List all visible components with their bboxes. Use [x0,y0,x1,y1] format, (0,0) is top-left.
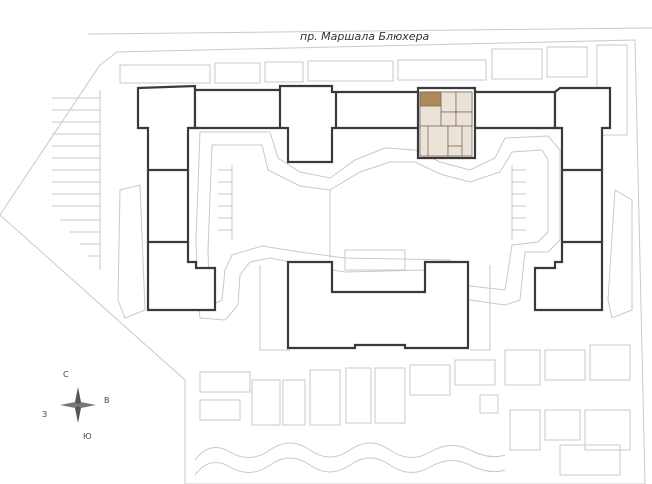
east-side-loop [607,189,633,319]
west-side-loop [117,184,146,319]
courtyard-inner-road [207,144,549,307]
apartment-unit[interactable] [455,111,473,127]
apartment-unit[interactable] [440,111,457,127]
street-name-label: пр. Маршала Блюхера [300,30,430,43]
apartment-plan [419,91,473,157]
apartment-unit[interactable] [419,105,442,127]
compass-arrow-east [78,402,96,408]
building-west-wing[interactable] [136,84,217,312]
site-boundary [0,39,646,484]
compass-west-label: З [42,410,47,419]
compass-arrow-south [75,405,81,423]
building-north-wing[interactable] [193,84,557,164]
south-loop-east [470,265,491,351]
courtyard-road [195,131,561,321]
south-wavy-path-top [194,442,506,461]
courtyard-plaza [344,249,406,271]
west-parking-area [52,90,101,270]
south-wavy-path-bottom [194,457,506,476]
apartment-unit[interactable] [455,91,473,113]
compass-arrow-west [60,402,78,408]
south-loop-west [259,265,290,351]
compass-south-label: Ю [83,432,92,441]
courtyard-parking-east [511,165,526,240]
compass-north-label: С [63,370,69,379]
selected-apartment[interactable] [419,91,442,107]
compass-arrow-north [75,387,81,405]
apartment-unit[interactable] [447,125,463,147]
courtyard-parking-west [218,165,233,240]
building-south-block[interactable] [286,260,470,350]
south-blocks [199,344,631,476]
street-edge [87,27,652,35]
compass: С В Ю З [42,370,110,441]
building-east-wing[interactable] [533,86,612,312]
apartment-unit[interactable] [440,91,457,113]
apartment-unit[interactable] [447,145,463,157]
compass-east-label: В [104,396,110,405]
apartment-unit[interactable] [427,125,449,157]
